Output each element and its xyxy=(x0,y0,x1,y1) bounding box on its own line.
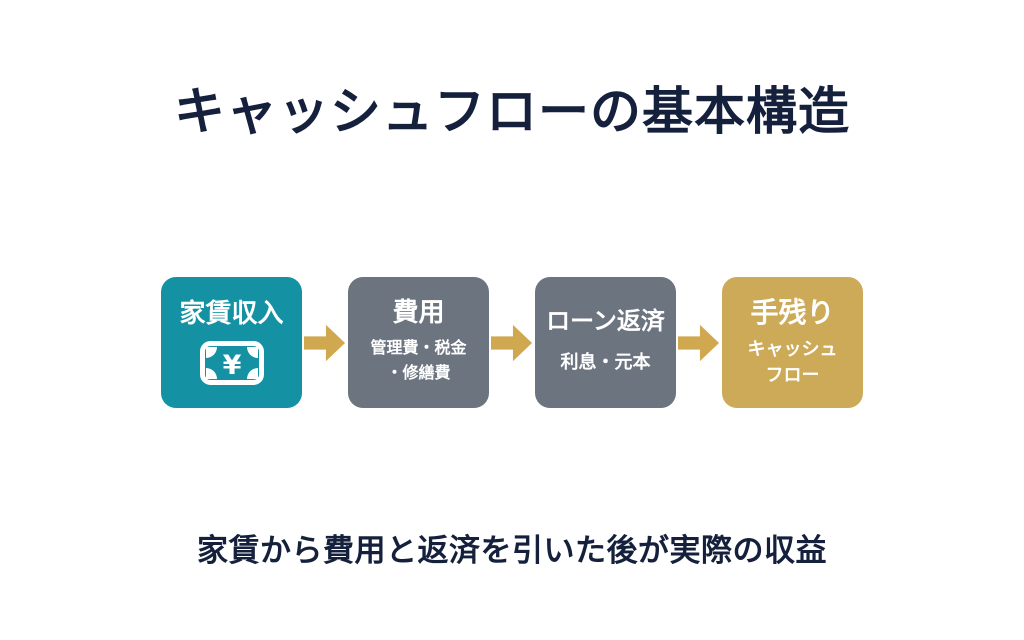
flow-box-loan-repayment: ローン返済 利息・元本 xyxy=(535,277,676,408)
flow-box-sublines: 管理費・税金 ・修繕費 xyxy=(370,337,466,387)
subline: 利息・元本 xyxy=(560,352,651,373)
yen-symbol: ¥ xyxy=(222,350,241,381)
flow-arrow-icon xyxy=(489,323,535,363)
subline: ・修繕費 xyxy=(386,364,451,382)
cashflow-diagram: 家賃収入 ¥ 費用 管理費・税金 ・修 xyxy=(0,277,1024,408)
flow-box-sublines: キャッシュ フロー xyxy=(748,337,838,387)
subline: キャッシュ xyxy=(747,339,838,360)
flow-box-sublines: 利息・元本 xyxy=(561,349,651,377)
subline: 管理費・税金 xyxy=(370,340,467,358)
slide-title: キャッシュフローの基本構造 xyxy=(173,83,850,140)
flow-box-expenses: 費用 管理費・税金 ・修繕費 xyxy=(348,277,489,408)
flow-box-label: 手残り xyxy=(750,297,835,329)
flow-arrow-icon xyxy=(302,323,348,363)
slide-caption: 家賃から費用と返済を引いた後が実際の収益 xyxy=(197,533,827,568)
flow-box-rent-income: 家賃収入 ¥ xyxy=(161,277,302,408)
yen-banknote-icon: ¥ xyxy=(199,340,265,386)
flow-box-label: 家賃収入 xyxy=(179,298,284,329)
subline: フロー xyxy=(765,364,820,385)
flow-box-label: 費用 xyxy=(392,297,445,328)
flow-box-label: ローン返済 xyxy=(546,307,665,335)
flow-arrow-icon xyxy=(676,323,722,363)
flow-box-net-cashflow: 手残り キャッシュ フロー xyxy=(722,277,863,408)
